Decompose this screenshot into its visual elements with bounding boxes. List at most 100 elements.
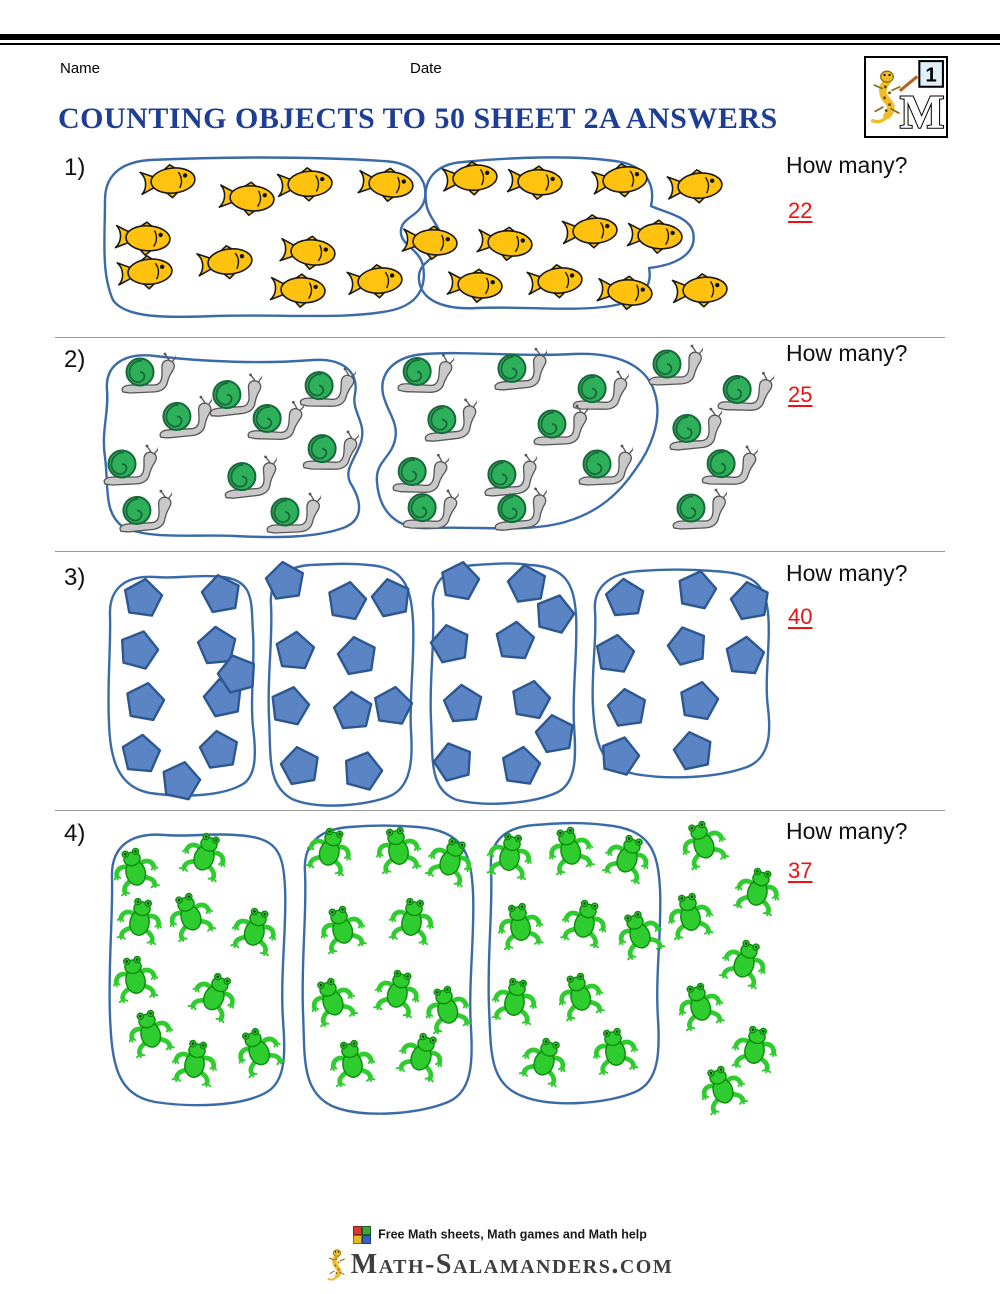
pentagon-icon — [504, 561, 550, 604]
pentagon-icon — [122, 678, 168, 723]
snail-icon — [421, 397, 480, 443]
pentagon-icon — [426, 620, 473, 665]
snail-icon — [157, 394, 215, 440]
pentagon-icon — [273, 629, 317, 670]
snail-icon — [482, 452, 540, 498]
pentagon-icon — [663, 621, 711, 668]
fish-icon — [666, 167, 724, 206]
problem-4-answer: 37 — [788, 858, 813, 883]
footer: Free Math sheets, Math games and Math he… — [0, 1226, 1000, 1282]
logo-level-box — [918, 60, 944, 88]
pentagon-icon — [115, 625, 163, 672]
site-logo: M 1 — [864, 56, 948, 140]
fish-group-outline — [103, 156, 427, 319]
pentagon-icon — [596, 731, 644, 778]
problem-4-number: 4) — [64, 820, 86, 847]
fish-icon — [446, 266, 504, 305]
snail-icon — [533, 404, 588, 446]
pentagon-icon — [277, 742, 323, 787]
frog-icon — [303, 824, 357, 877]
frog-icon — [228, 904, 282, 957]
pentagon-icon — [498, 743, 544, 786]
section-divider — [55, 810, 945, 811]
fish-icon — [561, 212, 619, 251]
fish-icon — [269, 271, 327, 310]
problem-4-question: How many? — [786, 818, 908, 844]
snail-icon — [572, 367, 630, 413]
snail-icon — [648, 344, 703, 386]
fish-icon — [138, 161, 198, 202]
pentagon-icon — [669, 727, 716, 772]
problem-3-answer: 40 — [788, 604, 813, 629]
pencil-icon — [898, 75, 919, 93]
frog-icon — [517, 1033, 573, 1088]
snail-icon — [117, 488, 175, 534]
pentagon-icon — [674, 566, 721, 611]
frog-icon — [600, 830, 656, 885]
frog-icon — [386, 896, 437, 946]
date-label: Date — [410, 60, 442, 77]
frog-icon — [675, 816, 731, 871]
section-divider — [55, 551, 945, 552]
footer-tagline: Free Math sheets, Math games and Math he… — [378, 1227, 647, 1242]
frog-icon — [420, 982, 474, 1035]
logo-level-number: 1 — [925, 64, 936, 87]
snail-icon — [402, 486, 460, 532]
footer-brand-row: Math-Salamanders.com — [0, 1248, 1000, 1282]
problem-3-drawing — [107, 557, 773, 807]
problem-2-number: 2) — [64, 346, 86, 373]
fish-icon — [525, 261, 585, 302]
fish-icon — [114, 219, 172, 258]
fish-icon — [441, 159, 499, 198]
problem-1-question: How many? — [786, 152, 908, 178]
frog-icon — [553, 969, 607, 1022]
snail-icon — [221, 454, 280, 500]
top-border-thin — [0, 43, 1000, 45]
logo-letter: M — [900, 87, 945, 136]
pentagon-icon — [508, 676, 554, 721]
salamander-icon — [327, 1248, 347, 1282]
pentagon-icon — [493, 619, 537, 660]
problem-1-number: 1) — [64, 154, 86, 181]
pentagon-icon — [334, 632, 380, 677]
frog-icon — [590, 1026, 641, 1076]
fish-icon — [590, 160, 650, 201]
pentagon-group-outline — [107, 574, 257, 797]
pentagon-icon — [119, 732, 163, 773]
snail-icon — [716, 368, 775, 415]
name-label: Name — [60, 60, 101, 77]
frog-icon — [543, 823, 597, 876]
frog-icon — [489, 976, 540, 1026]
frog-icon — [373, 825, 424, 875]
problem-3-question: How many? — [786, 560, 908, 586]
frog-group-outline — [108, 833, 287, 1107]
frog-icon — [729, 1024, 780, 1074]
frog-icon — [123, 1006, 177, 1059]
pentagon-group-outline — [591, 568, 771, 779]
pentagon-icon — [723, 634, 767, 675]
fish-icon — [278, 232, 338, 273]
frog-icon — [315, 902, 369, 955]
pentagon-icon — [367, 574, 414, 619]
pentagon-icon — [370, 683, 416, 726]
snail-icon — [391, 450, 450, 497]
frog-icon — [731, 864, 785, 917]
snail-icon — [103, 444, 158, 486]
pentagon-icon — [324, 577, 370, 622]
frog-icon — [169, 1038, 220, 1088]
snail-icon — [701, 442, 759, 488]
fish-icon — [356, 164, 416, 205]
pentagon-icon — [604, 685, 650, 728]
pentagon-icon — [196, 727, 242, 770]
pentagon-icon — [429, 737, 477, 784]
math-blocks-icon — [353, 1226, 372, 1244]
snail-icon — [672, 488, 727, 530]
page-title: COUNTING OBJECTS TO 50 SHEET 2A ANSWERS — [58, 102, 778, 135]
problem-4-drawing — [95, 815, 785, 1120]
frog-icon — [673, 979, 727, 1032]
frog-icon — [304, 973, 360, 1028]
frog-icon — [717, 935, 773, 990]
top-border-thick — [0, 34, 1000, 40]
fish-icon — [475, 223, 535, 264]
fish-icon — [401, 223, 459, 262]
